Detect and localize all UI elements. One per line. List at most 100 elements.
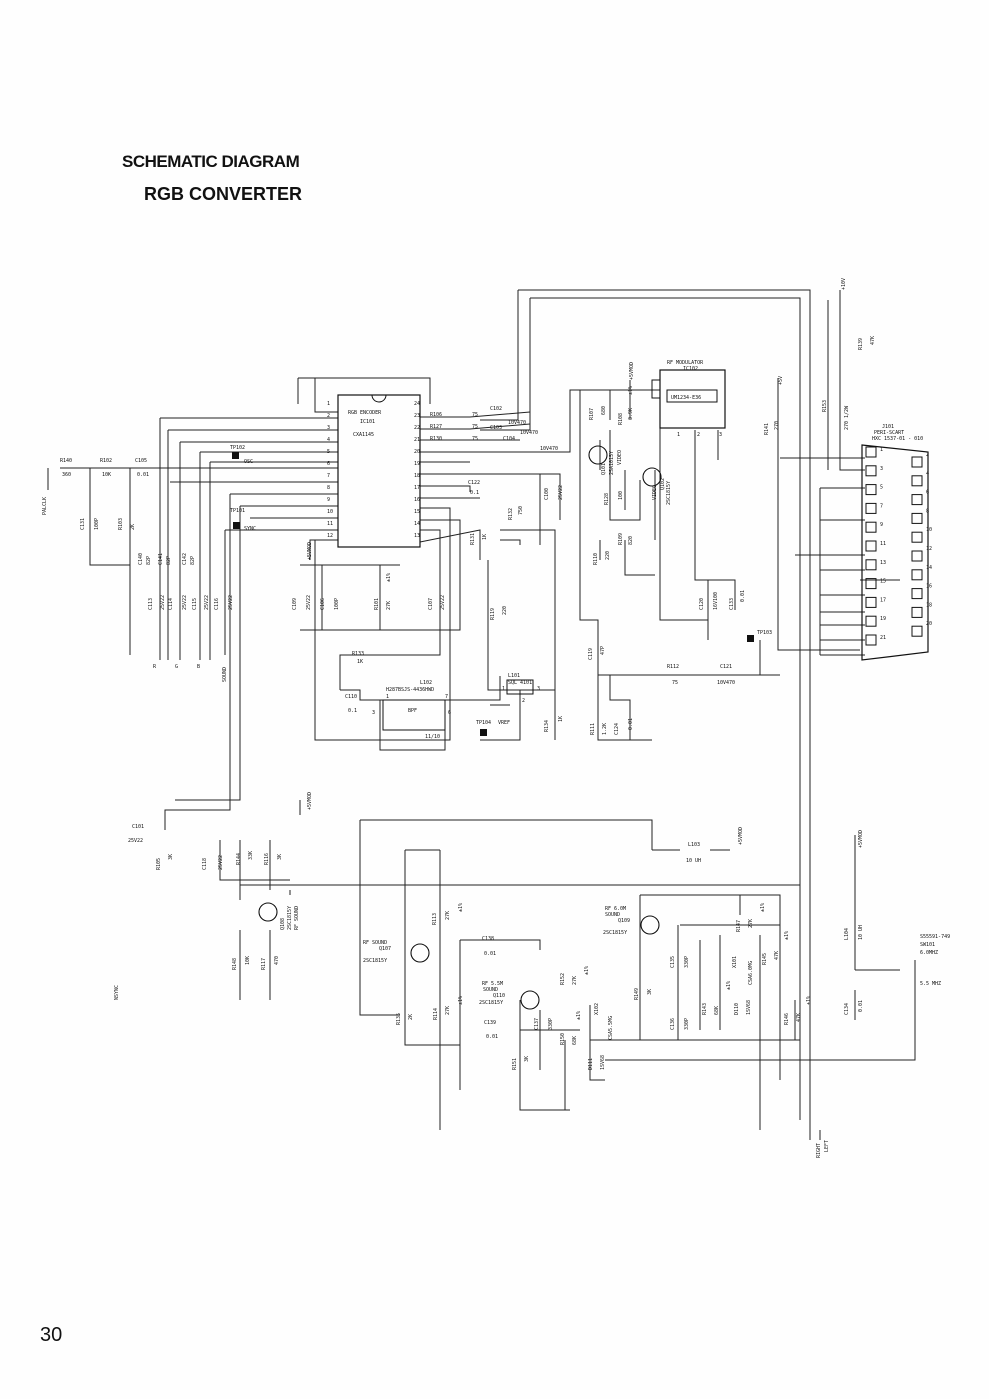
page-number: 30 <box>40 1324 63 1346</box>
label-q102-part: 2SC1815Y <box>666 481 672 505</box>
scart-pin-label: 21 <box>880 635 886 641</box>
label-q110-a: RF 5.5M <box>482 981 503 987</box>
transistor-q101 <box>588 445 608 465</box>
label-c104-value: 10V470 <box>540 446 558 452</box>
scart-pin-box <box>911 456 923 468</box>
ic101-pin-right-label: 20 <box>414 449 420 455</box>
label-right: RIGHT <box>816 1143 822 1158</box>
label-r144: R144 <box>236 853 242 865</box>
label-r143-value: 68K <box>714 1006 720 1015</box>
label-r145-value: 47K <box>774 951 780 960</box>
label-c141: C141 <box>158 553 164 565</box>
scart-pin-box <box>911 494 923 506</box>
tp101-marker <box>233 522 240 529</box>
label-r130-value: 75 <box>472 436 478 442</box>
page-subtitle: RGB CONVERTER <box>144 184 303 204</box>
label-r150: R150 <box>560 1033 566 1045</box>
label-r102-value: 10K <box>102 472 111 478</box>
label-c103: C103 <box>490 425 502 431</box>
label-c138-value: 0.01 <box>484 951 496 957</box>
label-r101: R101 <box>374 598 380 610</box>
label-r117-value: 470 <box>274 956 280 965</box>
scart-pin-label: 19 <box>880 616 886 622</box>
label-r150-value: 68K <box>572 1036 578 1045</box>
bpf-label: BPF <box>408 708 417 714</box>
label-x101: X101 <box>732 956 738 968</box>
scart-pin-box <box>911 606 923 618</box>
label-r108-tol: ±1% <box>628 386 634 395</box>
label-r147-tol: ±1% <box>760 903 766 912</box>
scart-pin-box <box>865 465 877 477</box>
label-r146-tol: ±1% <box>806 996 812 1005</box>
label-r113: R113 <box>432 913 438 925</box>
wires <box>47 289 916 1140</box>
label-c122-value: 0.1 <box>470 490 479 496</box>
label-osc: OSC <box>244 459 253 465</box>
label-r135: R135 <box>396 1013 402 1025</box>
label-sig-r: R <box>153 664 157 670</box>
label-c102: C102 <box>490 406 502 412</box>
label-r145: R145 <box>762 953 768 965</box>
label-r112-value: 75 <box>672 680 678 686</box>
label-vdd-l104: +5VMOD <box>858 830 864 848</box>
label-c101: C101 <box>132 824 144 830</box>
label-r148: R148 <box>232 958 238 970</box>
label-r132-value: 750 <box>518 506 524 515</box>
ic101-pin-left-label: 2 <box>327 413 330 419</box>
label-r151-value: 3K <box>524 1056 530 1062</box>
l101-pin2: 2 <box>522 698 525 704</box>
label-sw101: SW101 <box>920 942 935 948</box>
label-x101-value: CSA6.0MG <box>748 961 754 985</box>
label-r152-value: 27K <box>572 976 578 985</box>
label-c100-value: 25V22 <box>558 485 564 500</box>
scart-pin-label: 12 <box>926 546 932 552</box>
j101-scart-connector: J101 PERI-SCART HXC 1537-01 - 010 135791… <box>861 424 932 661</box>
label-r130: R130 <box>430 436 442 442</box>
ic101-pin-left-label: 1 <box>327 401 330 407</box>
label-r113-value: 27K <box>445 911 451 920</box>
label-sound: SOUND <box>222 667 228 682</box>
label-r139: R139 <box>858 338 864 350</box>
label-r131: R131 <box>470 533 476 545</box>
label-r135-value: 2K <box>408 1014 414 1020</box>
label-c122: C122 <box>468 480 480 486</box>
label-r153-value: 270 1/2W <box>844 405 850 430</box>
label-q108-part: 2SC1815Y <box>287 906 293 930</box>
label-l103-value: 10 UH <box>686 858 701 864</box>
scart-pin-label: 18 <box>926 602 932 608</box>
label-r113-tol: ±1% <box>458 903 464 912</box>
label-c120-value: 16V100 <box>713 592 719 610</box>
label-c105: C105 <box>135 458 147 464</box>
label-r133-value: 1K <box>357 659 363 665</box>
label-c135-value: 330P <box>684 956 690 968</box>
label-vref: VREF <box>498 720 510 726</box>
scart-pin-box <box>865 578 877 590</box>
scart-pin-label: 13 <box>880 560 886 566</box>
ic101-pin-right-label: 23 <box>414 413 420 419</box>
label-c113-value: 25V22 <box>160 595 166 610</box>
label-r141-value: 270 <box>774 421 780 430</box>
label-r127-value: 75 <box>472 424 478 430</box>
label-v5: +5V <box>778 376 784 385</box>
label-r134-value: 1K <box>558 716 564 722</box>
label-r146-value: 47K <box>796 1013 802 1022</box>
scart-pin-box <box>911 475 923 487</box>
label-vdd-l103: +5VMOD <box>738 827 744 845</box>
label-c116-value: 25V22 <box>228 595 234 610</box>
label-tp103: TP103 <box>757 630 772 636</box>
label-r110-value: 220 <box>605 551 611 560</box>
scart-pin-box <box>865 596 877 608</box>
label-c106-value: 100P <box>334 598 340 610</box>
label-c124: C124 <box>614 723 620 735</box>
j101-part: HXC 1537-01 - 010 <box>872 436 923 442</box>
label-c121: C121 <box>720 664 732 670</box>
ic101-pin-right-label: 14 <box>414 521 420 527</box>
scart-pin-box <box>865 615 877 627</box>
label-c121-value: 10V470 <box>717 680 735 686</box>
label-c142-value: 82P <box>190 556 196 565</box>
scart-pin-label: 14 <box>926 565 932 571</box>
label-q109-d: 2SC1815Y <box>603 930 627 936</box>
ic101-pin-left-label: 8 <box>327 485 330 491</box>
